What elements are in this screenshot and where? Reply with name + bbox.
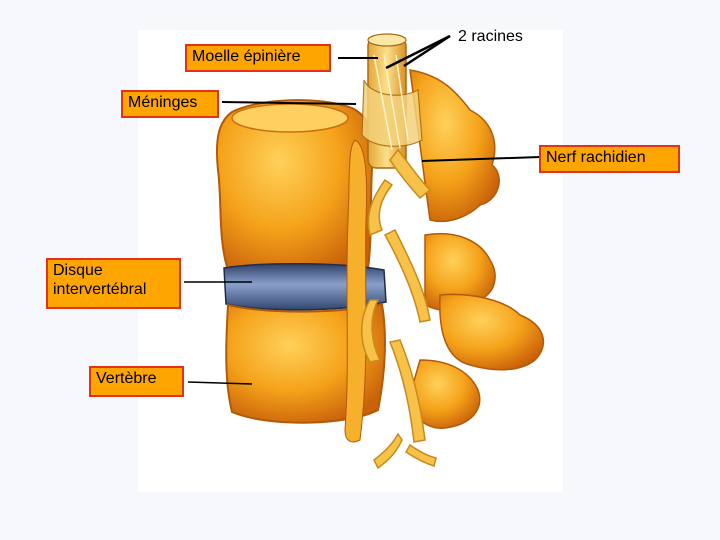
label-nerf-rachidien: Nerf rachidien xyxy=(539,145,680,173)
spinal-nerves xyxy=(361,148,437,470)
leader-nerf xyxy=(421,156,541,162)
label-2-racines: 2 racines xyxy=(458,28,523,45)
leader-racines-a xyxy=(385,34,451,70)
pedicle xyxy=(344,139,368,443)
label-meninges: Méninges xyxy=(121,90,219,118)
leader-racines-b xyxy=(403,34,451,68)
leader-vertebre xyxy=(187,381,253,385)
label-disque-intervertebral: Disque intervertébral xyxy=(46,258,181,309)
label-moelle-epiniere: Moelle épinière xyxy=(185,44,331,72)
leader-lines xyxy=(184,34,541,385)
leader-meninges xyxy=(221,101,357,105)
spinous-processes xyxy=(409,69,545,429)
spinal-cord xyxy=(361,33,423,169)
label-vertebre: Vertèbre xyxy=(89,366,184,397)
intervertebral-disc xyxy=(223,262,387,311)
lower-vertebral-body xyxy=(225,302,386,424)
